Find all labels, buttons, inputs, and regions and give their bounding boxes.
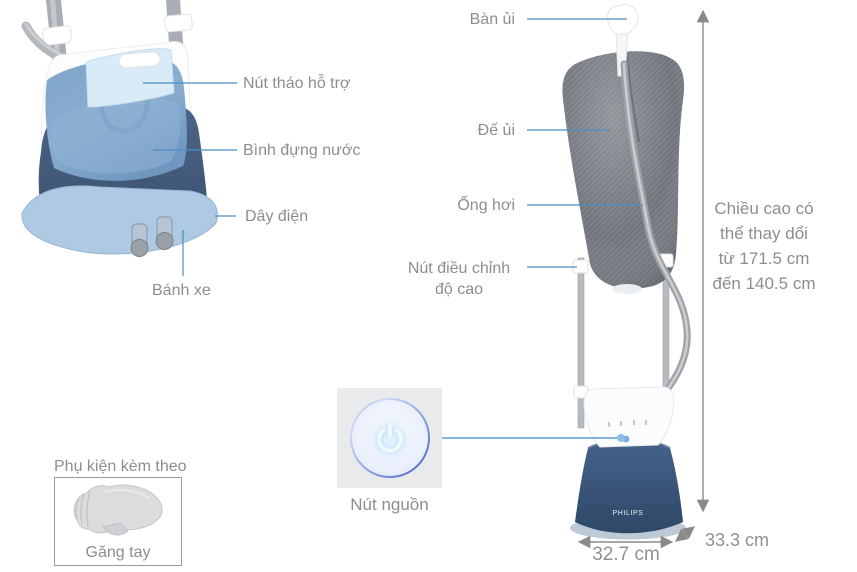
label-power-button: Nút nguồn — [350, 495, 429, 514]
power-indicator — [622, 435, 630, 443]
water-tank-unit-image — [21, 0, 218, 257]
steam-iron — [606, 4, 639, 35]
label-release-button: Nút tháo hỗ trợ — [243, 75, 351, 92]
height-adjust-clip — [572, 259, 589, 274]
depth-dimension: 33.3 cm — [705, 530, 770, 550]
label-iron-board: Đế ủi — [477, 122, 515, 139]
label-power-cord: Dây điện — [245, 208, 309, 225]
control-marks — [607, 419, 648, 428]
power-button — [349, 398, 430, 478]
pole-clamp — [164, 13, 193, 33]
wheel — [130, 239, 149, 257]
standing-steamer-image: PHILIPS — [562, 4, 691, 540]
wheel — [155, 232, 174, 250]
label-wheels: Bánh xe — [152, 282, 211, 299]
base-collar — [583, 386, 675, 448]
label-height-adjust: Nút điều chỉnh độ cao — [407, 260, 511, 298]
label-steam-hose: Ống hơi — [457, 197, 515, 214]
left-pole — [577, 257, 585, 429]
base-skirt — [21, 185, 218, 255]
label-iron: Bàn ủi — [469, 11, 515, 28]
glove-image — [73, 484, 163, 536]
steamer-base — [575, 439, 683, 534]
height-range-note: Chiều cao có thể thay dổi từ 171.5 cm đế… — [712, 199, 816, 293]
power-icon — [376, 422, 403, 453]
pole-clamp — [42, 25, 73, 46]
accessory-box: Găng tay — [54, 477, 182, 566]
accessories-title: Phụ kiện kèm theo — [54, 458, 187, 475]
width-dimension: 32.7 cm — [592, 544, 660, 565]
brand-logo: PHILIPS — [612, 510, 643, 517]
release-button — [118, 51, 161, 69]
power-button-callout — [337, 388, 442, 488]
accessory-item-label: Găng tay — [85, 544, 151, 561]
label-water-tank: Bình đựng nước — [243, 142, 361, 159]
